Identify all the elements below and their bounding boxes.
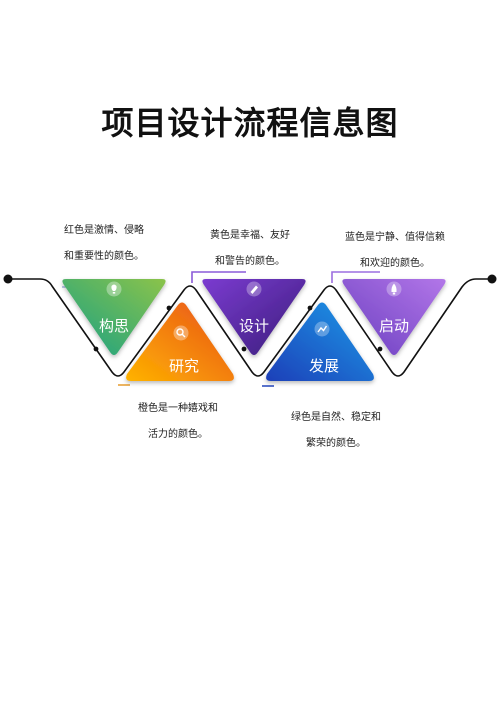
- caption-step-5: 蓝色是宁静、值得信赖 和欢迎的颜色。: [335, 225, 455, 277]
- step-label: 设计: [239, 317, 269, 335]
- rocket-icon: [386, 281, 402, 297]
- step-dot: [307, 305, 313, 311]
- caption-line: 绿色是自然、稳定和: [291, 412, 381, 423]
- develop-icon: [314, 321, 330, 337]
- caption-step-1: 红色是激情、侵略 和重要性的颜色。: [54, 218, 154, 270]
- accent-stroke-5: [331, 271, 380, 283]
- step-dot: [166, 305, 172, 311]
- connector-start-dot: [3, 274, 13, 284]
- lightbulb-icon: [106, 281, 122, 297]
- caption-line: 繁荣的颜色。: [306, 438, 366, 449]
- step-2-research[interactable]: 研究: [126, 302, 234, 382]
- caption-step-2: 橙色是一种嬉戏和 活力的颜色。: [128, 396, 228, 448]
- step-5-launch[interactable]: 启动: [342, 279, 446, 355]
- page-title: 项目设计流程信息图: [101, 104, 399, 142]
- step-label: 研究: [169, 357, 199, 375]
- caption-line: 和警告的颜色。: [215, 256, 285, 267]
- caption-step-4: 绿色是自然、稳定和 繁荣的颜色。: [282, 405, 390, 457]
- accent-stroke-3: [191, 271, 246, 283]
- step-4-develop[interactable]: 发展: [266, 302, 374, 382]
- step-dot: [241, 346, 247, 352]
- caption-line: 红色是激情、侵略: [64, 225, 144, 236]
- connector-end-dot: [487, 274, 497, 284]
- design-icon: [246, 281, 262, 297]
- caption-line: 黄色是幸福、友好: [210, 230, 290, 241]
- step-dot: [377, 346, 383, 352]
- step-dot: [93, 346, 99, 352]
- connector-line: [8, 278, 492, 377]
- step-label: 启动: [379, 317, 409, 335]
- caption-step-3: 黄色是幸福、友好 和警告的颜色。: [196, 223, 304, 275]
- step-label: 构思: [99, 317, 129, 335]
- step-label: 发展: [309, 357, 339, 375]
- caption-line: 橙色是一种嬉戏和: [138, 403, 218, 414]
- caption-line: 活力的颜色。: [148, 429, 208, 440]
- caption-line: 蓝色是宁静、值得信赖: [345, 232, 445, 243]
- step-1-idea[interactable]: 构思: [62, 279, 166, 355]
- research-icon: [173, 325, 189, 341]
- step-3-design[interactable]: 设计: [202, 279, 306, 355]
- caption-line: 和欢迎的颜色。: [360, 258, 430, 269]
- caption-line: 和重要性的颜色。: [64, 251, 144, 262]
